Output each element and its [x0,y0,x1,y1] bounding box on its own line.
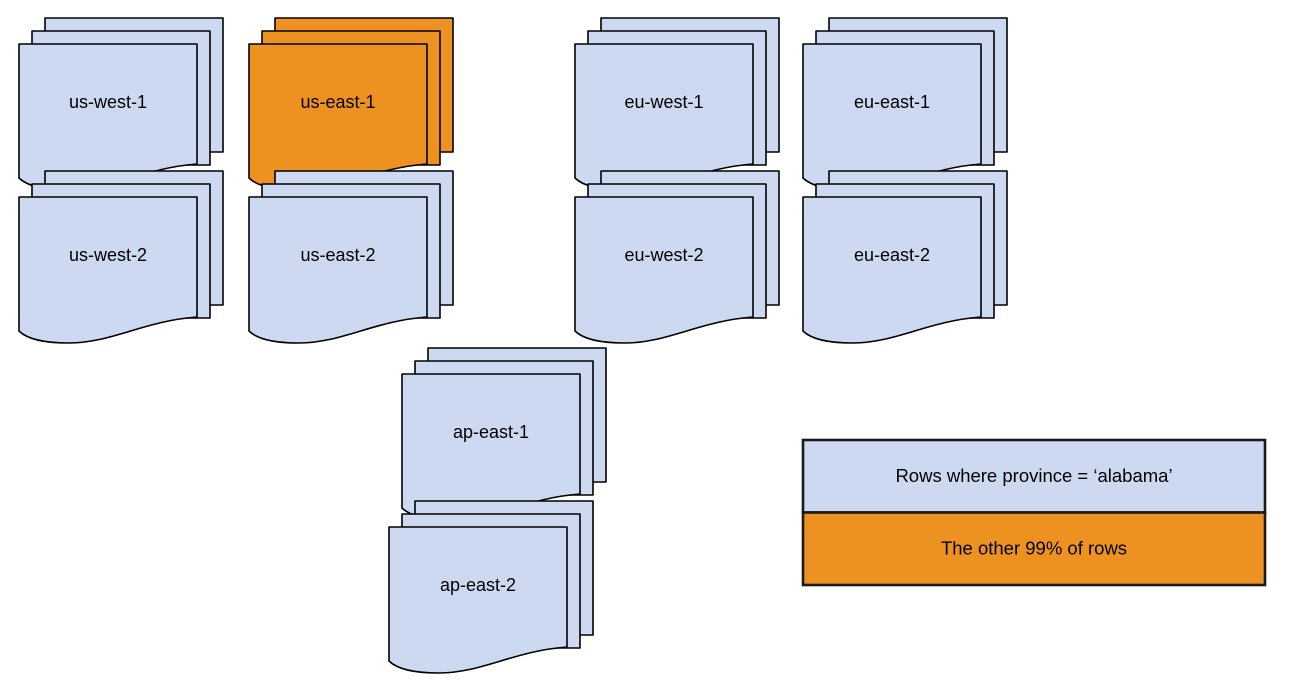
region-stack-eu-east-2[interactable]: eu-east-2 [802,170,1008,344]
region-stack-ap-east-1[interactable]: ap-east-1 [401,347,607,521]
legend-label: The other 99% of rows [941,538,1127,559]
region-stack-label: us-east-1 [300,92,375,112]
region-stack-label: eu-west-1 [624,92,703,112]
region-stack-eu-east-1[interactable]: eu-east-1 [802,17,1008,191]
stack-sheet-front [18,43,198,191]
region-stack-us-west-1[interactable]: us-west-1 [18,17,224,191]
stack-sheet-front [574,196,754,344]
region-stack-label: us-west-1 [69,92,147,112]
legend-swatch-highlight [801,511,1267,587]
region-stack-label: ap-east-1 [453,422,529,442]
region-stack-us-west-2[interactable]: us-west-2 [18,170,224,344]
stack-sheet-front [401,373,581,521]
region-stack-label: us-east-2 [300,245,375,265]
stack-sheet-front [802,196,982,344]
region-stack-label: eu-east-2 [854,245,930,265]
region-stack-us-east-1[interactable]: us-east-1 [248,17,454,191]
stack-sheet-front [574,43,754,191]
region-stack-ap-east-2[interactable]: ap-east-2 [388,500,594,674]
region-stack-label: ap-east-2 [440,575,516,595]
region-stack-label: eu-west-2 [624,245,703,265]
region-stack-label: eu-east-1 [854,92,930,112]
legend: Rows where province = ‘alabama’ The other… [801,438,1267,587]
region-stack-label: us-west-2 [69,245,147,265]
stack-sheet-front [802,43,982,191]
region-stack-eu-west-1[interactable]: eu-west-1 [574,17,780,191]
stack-sheet-front [248,43,428,191]
region-stack-eu-west-2[interactable]: eu-west-2 [574,170,780,344]
legend-label: Rows where province = ‘alabama’ [895,465,1172,486]
stack-sheet-front [18,196,198,344]
legend-swatch-normal [801,438,1267,514]
stack-sheet-front [248,196,428,344]
region-stack-us-east-2[interactable]: us-east-2 [248,170,454,344]
stack-sheet-front [388,526,568,674]
